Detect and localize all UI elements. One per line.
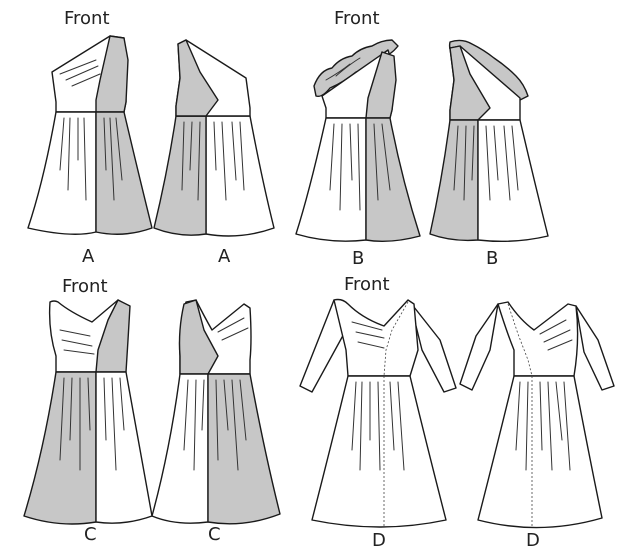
view-a-back-letter: A [218, 246, 231, 267]
view-b-back-dress: B [429, 39, 549, 269]
view-d-front-letter: D [372, 530, 386, 551]
view-a-front-label: Front [64, 8, 110, 29]
view-b-front-label: Front [334, 8, 380, 29]
view-b-back-letter: B [486, 248, 498, 269]
view-d-front-label: Front [344, 274, 390, 295]
view-d-front-dress: Front D [299, 274, 457, 551]
view-c-front-letter: C [84, 524, 97, 545]
view-d-back-dress: D [459, 301, 615, 551]
view-b-front-dress: Front B [295, 8, 421, 269]
view-a-front-letter: A [82, 246, 95, 267]
view-a-front-dress: Front A [27, 8, 153, 267]
view-b-front-letter: B [352, 248, 364, 269]
view-c-front-dress: Front C [23, 276, 153, 545]
view-c-front-label: Front [62, 276, 108, 297]
view-c-back-dress: C [151, 299, 281, 545]
view-d-back-letter: D [526, 530, 540, 551]
view-c-back-letter: C [208, 524, 221, 545]
view-a-back-dress: A [153, 39, 275, 267]
